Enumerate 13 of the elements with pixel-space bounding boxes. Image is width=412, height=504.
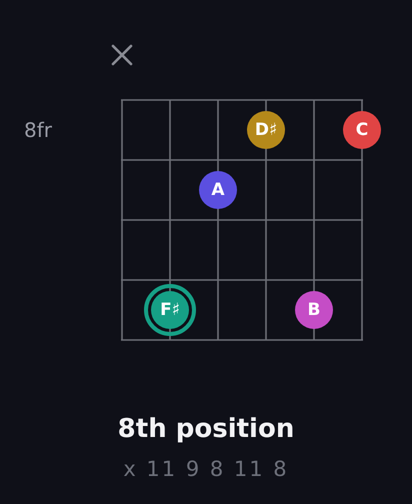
chart-title: 8th position <box>118 413 294 446</box>
note-marker <box>343 111 381 149</box>
root-note-marker <box>144 284 196 336</box>
note-name: C <box>356 120 368 140</box>
note-name: A <box>211 180 225 200</box>
fret-numbers-caption: x 11 9 8 11 8 <box>123 456 289 482</box>
note-marker <box>199 171 237 209</box>
note-marker <box>295 291 333 329</box>
note-name: D♯ <box>254 120 278 140</box>
note-name: F♯ <box>160 300 180 320</box>
note-name: B <box>308 300 320 320</box>
note-marker <box>247 111 285 149</box>
fret-number-label: 8fr <box>24 118 52 142</box>
